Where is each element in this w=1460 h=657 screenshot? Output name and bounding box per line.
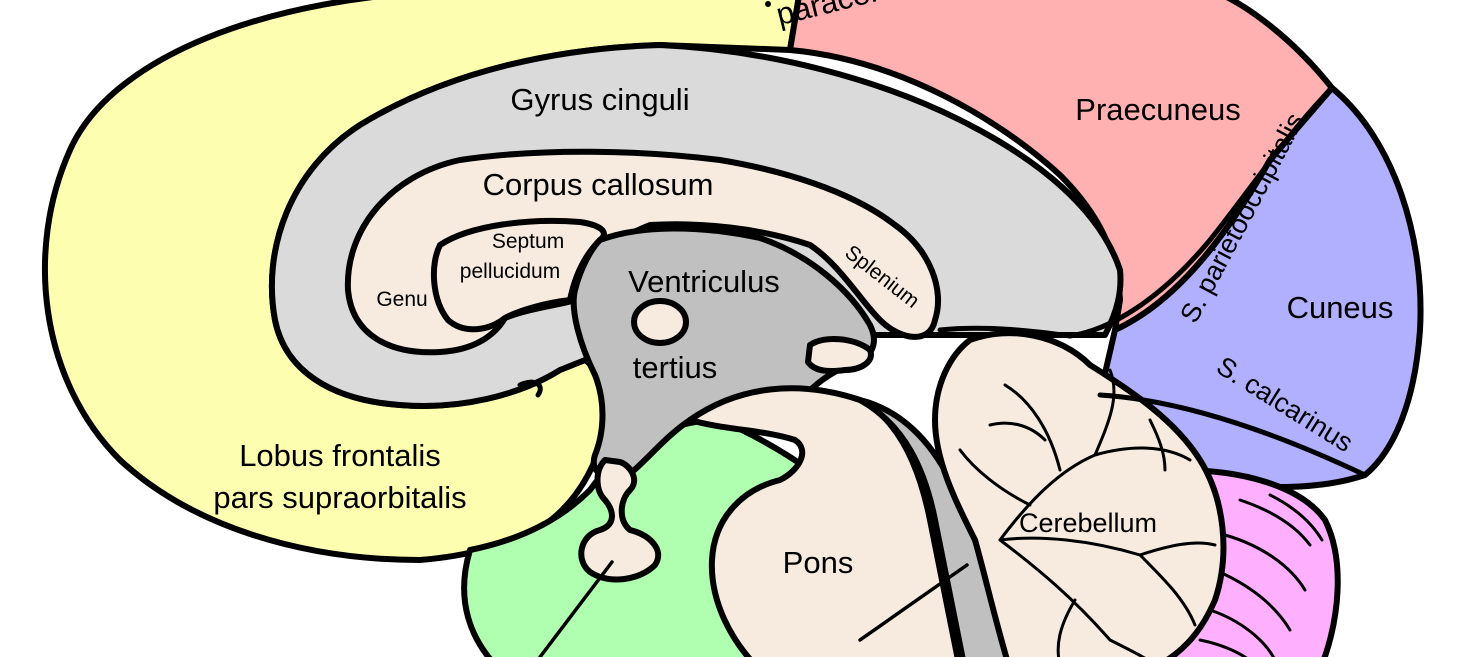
splenium-edge-line	[937, 325, 1073, 339]
cingulate-hook-line	[517, 379, 543, 398]
label-dot-paracentralis	[765, 1, 771, 7]
label-praecuneus: Praecuneus	[1075, 92, 1240, 127]
label-septum-line2: pellucidum	[460, 260, 560, 283]
label-lobus-frontalis-line1: Lobus frontalis	[239, 438, 441, 473]
label-ventriculus: Ventriculus	[628, 264, 780, 299]
region-septum-pellucidum	[430, 217, 607, 333]
pointer-line-hypophysis	[538, 560, 614, 657]
label-genu: Genu	[376, 288, 427, 311]
label-corpus-callosum: Corpus callosum	[483, 167, 714, 202]
label-cuneus: Cuneus	[1287, 290, 1394, 325]
region-corpus-pineale	[805, 336, 874, 374]
label-septum-line1: Septum	[492, 230, 564, 253]
region-aqueductus	[857, 397, 1012, 657]
region-cuneus	[1097, 85, 1424, 490]
cerebellum-arbor-vitae	[958, 368, 1217, 657]
label-tertius: tertius	[633, 350, 717, 385]
sulcus-parietooccipitalis-line	[1067, 85, 1335, 339]
label-gyrus-cinguli: Gyrus cinguli	[510, 82, 689, 117]
cerebellar-hemisphere-folia	[1198, 493, 1324, 657]
sulcus-calcarinus-line	[1097, 392, 1368, 478]
label-cerebellum: Cerebellum	[1019, 508, 1157, 538]
region-cerebellum	[932, 330, 1227, 657]
label-pons: Pons	[783, 545, 854, 580]
region-hypophysis	[578, 457, 662, 583]
adhesio-interthalamica	[631, 298, 689, 346]
region-pons-truncus	[687, 385, 961, 657]
pointer-line-pons	[858, 563, 969, 642]
label-lobus-frontalis-line2: pars supraorbitalis	[213, 480, 466, 515]
